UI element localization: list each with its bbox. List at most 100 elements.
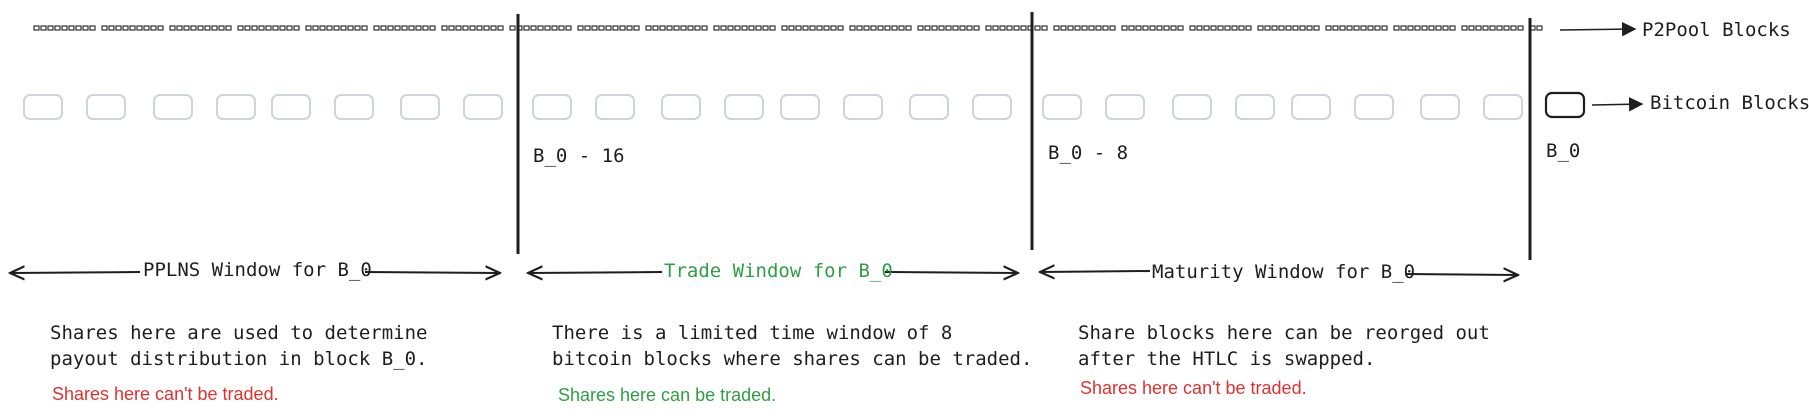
bitcoin-block-faded <box>532 94 572 120</box>
p2pool-share-block <box>33 25 40 31</box>
p2pool-share-block <box>905 25 912 31</box>
bitcoin-block-faded <box>1042 94 1082 120</box>
p2pool-share-block <box>422 25 429 31</box>
p2pool-share-block <box>734 25 741 31</box>
block-label-b8: B_0 - 8 <box>1048 142 1129 164</box>
p2pool-share-block <box>361 25 368 31</box>
p2pool-share-block <box>1109 25 1116 31</box>
p2pool-share-block <box>1400 25 1407 31</box>
p2pool-share-block <box>441 25 448 31</box>
p2pool-share-block <box>966 25 973 31</box>
bitcoin-block-faded <box>1105 94 1145 120</box>
p2pool-share-block <box>490 25 497 31</box>
p2pool-share-block <box>809 25 816 31</box>
p2pool-share-block <box>1468 25 1475 31</box>
bitcoin-block-faded <box>1420 94 1460 120</box>
p2pool-share-block <box>340 25 347 31</box>
p2pool-share-block <box>1135 25 1142 31</box>
p2pool-share-block <box>462 25 469 31</box>
pplns-window-arrow-left <box>10 272 141 273</box>
p2pool-share-block <box>1435 25 1442 31</box>
p2pool-share-block <box>652 25 659 31</box>
bitcoin-legend-arrow <box>1591 97 1644 112</box>
bitcoin-block-faded <box>595 94 635 120</box>
p2pool-share-block <box>1177 25 1184 31</box>
p2pool-share-block <box>584 25 591 31</box>
p2pool-share-block <box>401 25 408 31</box>
p2pool-share-block <box>720 25 727 31</box>
pplns-description-line: Shares here are used to determine <box>50 322 428 344</box>
p2pool-share-block <box>312 25 319 31</box>
p2pool-share-block <box>598 25 605 31</box>
p2pool-share-block <box>931 25 938 31</box>
trade-window-arrow-right <box>884 272 1018 273</box>
p2pool-share-block <box>122 25 129 31</box>
p2pool-share-block <box>1353 25 1360 31</box>
p2pool-share-block <box>1060 25 1067 31</box>
p2pool-share-block <box>849 25 856 31</box>
p2pool-share-block <box>1264 25 1271 31</box>
trade-note: Shares here can be traded. <box>558 385 777 405</box>
p2pool-share-block <box>1095 25 1102 31</box>
p2pool-share-block <box>1088 25 1095 31</box>
p2pool-share-block <box>1189 25 1196 31</box>
p2pool-share-block <box>1536 25 1543 31</box>
p2pool-share-block <box>1292 25 1299 31</box>
bitcoin-block-faded <box>1235 94 1275 120</box>
bitcoin-block-faded <box>661 94 701 120</box>
maturity-description: Share blocks here can be reorged out aft… <box>1078 320 1490 372</box>
p2pool-share-block <box>1245 25 1252 31</box>
p2pool-share-block <box>190 25 197 31</box>
p2pool-share-block <box>279 25 286 31</box>
p2pool-share-block <box>497 25 504 31</box>
p2pool-share-block <box>1128 25 1135 31</box>
p2pool-share-block <box>1238 25 1245 31</box>
p2pool-share-block <box>917 25 924 31</box>
p2pool-share-block <box>218 25 225 31</box>
p2pool-share-block <box>884 25 891 31</box>
p2pool-share-block <box>1332 25 1339 31</box>
p2pool-share-block <box>1210 25 1217 31</box>
pplns-trade-note: Shares here can't be traded. <box>52 384 279 404</box>
p2pool-share-block <box>924 25 931 31</box>
p2pool-share-block <box>816 25 823 31</box>
p2pool-share-block <box>1346 25 1353 31</box>
p2pool-share-block <box>265 25 272 31</box>
p2pool-share-block <box>272 25 279 31</box>
p2pool-share-block <box>537 25 544 31</box>
bitcoin-block-faded <box>780 94 820 120</box>
p2pool-share-block <box>1203 25 1210 31</box>
p2pool-blocks-label: P2Pool Blocks <box>1642 19 1791 41</box>
bitcoin-block-faded <box>1354 94 1394 120</box>
p2pool-share-block <box>863 25 870 31</box>
p2pool-share-block <box>415 25 422 31</box>
bitcoin-block-current <box>1544 91 1586 119</box>
p2pool-share-block <box>237 25 244 31</box>
bitcoin-block-faded <box>271 94 311 120</box>
p2pool-share-block <box>1428 25 1435 31</box>
p2pool-share-block <box>544 25 551 31</box>
pplns-description-line: payout distribution in block B_0. <box>50 348 428 370</box>
p2pool-share-block <box>251 25 258 31</box>
p2pool-share-block <box>1053 25 1060 31</box>
p2pool-share-block <box>1067 25 1074 31</box>
p2pool-share-block <box>1102 25 1109 31</box>
p2pool-share-block <box>150 25 157 31</box>
p2pool-share-block <box>197 25 204 31</box>
p2pool-share-block <box>1217 25 1224 31</box>
p2pool-share-block <box>183 25 190 31</box>
p2pool-share-block <box>204 25 211 31</box>
p2pool-share-block <box>211 25 218 31</box>
p2pool-share-block <box>1224 25 1231 31</box>
p2pool-share-block <box>945 25 952 31</box>
p2pool-share-block <box>530 25 537 31</box>
bitcoin-blocks-row <box>23 91 1586 120</box>
p2pool-share-block <box>577 25 584 31</box>
p2pool-share-block <box>1449 25 1456 31</box>
p2pool-share-block <box>89 25 96 31</box>
p2pool-share-block <box>788 25 795 31</box>
p2pool-share-block <box>455 25 462 31</box>
p2pool-share-block <box>129 25 136 31</box>
p2pool-share-block <box>877 25 884 31</box>
p2pool-share-block <box>666 25 673 31</box>
